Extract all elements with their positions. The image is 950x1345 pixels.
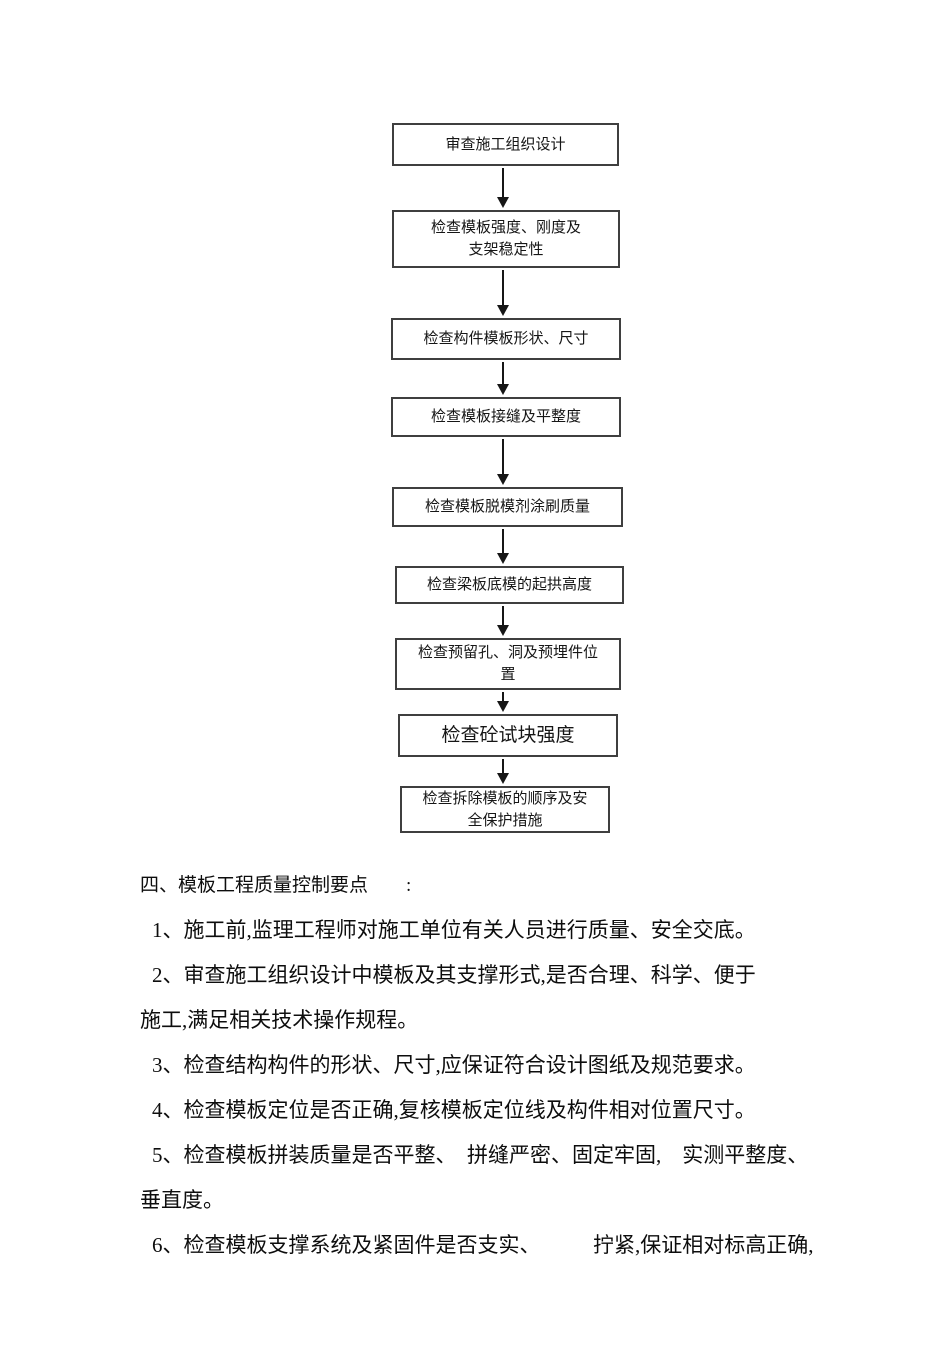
flow-box-8-label: 检查砼试块强度 (441, 724, 575, 746)
arrow-down-icon (496, 384, 509, 395)
body-text: 四、模板工程质量控制要点 : 1、施工前,监理工程师对施工单位有关人员进行质量、… (140, 863, 860, 1268)
flow-box-1: 审查施工组织设计 (392, 123, 619, 166)
flow-arrow-7 (496, 692, 509, 712)
flow-box-5: 检查模板脱模剂涂刷质量 (392, 487, 623, 527)
flow-box-2-label-line1: 检查模板强度、刚度及 (430, 220, 581, 236)
arrow-down-icon (496, 625, 509, 636)
paragraph-item-5-cont: 垂直度。 (140, 1188, 224, 1212)
flow-arrow-1 (496, 168, 509, 208)
paragraph-item-2: 2、审查施工组织设计中模板及其支撑形式,是否合理、科学、便于 (152, 963, 756, 987)
flow-arrow-4 (496, 439, 509, 485)
flow-arrow-5 (496, 529, 509, 564)
flow-box-6-label: 检查梁板底模的起拱高度 (426, 577, 592, 593)
paragraph-item-6: 6、检查模板支撑系统及紧固件是否支实、 拧紧,保证相对标高正确, (152, 1233, 814, 1257)
flow-arrow-2 (496, 270, 509, 316)
paragraph-item-3: 3、检查结构构件的形状、尺寸,应保证符合设计图纸及规范要求。 (152, 1053, 756, 1077)
flow-box-7-label-line1: 检查预留孔、洞及预埋件位 (417, 645, 598, 661)
flow-box-3: 检查构件模板形状、尺寸 (391, 318, 621, 360)
arrow-down-icon (496, 773, 509, 784)
arrow-shaft (501, 759, 504, 773)
flow-box-9-label-line2: 全保护措施 (467, 812, 543, 829)
flow-box-1-label: 审查施工组织设计 (445, 136, 566, 153)
arrow-shaft (501, 439, 504, 474)
paragraph-item-5: 5、检查模板拼装质量是否平整、 拼缝严密、固定牢固, 实测平整度、 (152, 1143, 809, 1167)
flow-box-7: 检查预留孔、洞及预埋件位 置 (395, 638, 621, 690)
flow-box-2-label-line2: 支架稳定性 (468, 242, 544, 258)
arrow-shaft (501, 606, 504, 625)
flow-box-9-label-line1: 检查拆除模板的顺序及安 (422, 790, 588, 807)
flow-arrow-8 (496, 759, 509, 784)
flow-box-4: 检查模板接缝及平整度 (391, 397, 621, 437)
arrow-shaft (501, 168, 504, 197)
flow-box-5-label: 检查模板脱模剂涂刷质量 (424, 499, 590, 515)
arrow-shaft (501, 692, 504, 701)
paragraph-item-2-cont: 施工,满足相关技术操作规程。 (140, 1008, 419, 1032)
paragraph-item-1: 1、施工前,监理工程师对施工单位有关人员进行质量、安全交底。 (152, 918, 756, 942)
arrow-down-icon (496, 474, 509, 485)
flow-box-2: 检查模板强度、刚度及 支架稳定性 (392, 210, 620, 268)
arrow-shaft (501, 270, 504, 305)
flow-box-7-label-line2: 置 (500, 667, 516, 683)
arrow-shaft (501, 529, 504, 553)
flow-arrow-3 (496, 362, 509, 395)
section-heading: 四、模板工程质量控制要点 : (140, 875, 412, 896)
arrow-down-icon (496, 305, 509, 316)
arrow-down-icon (496, 197, 509, 208)
flow-box-4-label: 检查模板接缝及平整度 (430, 409, 581, 425)
arrow-down-icon (496, 701, 509, 712)
paragraph-item-4: 4、检查模板定位是否正确,复核模板定位线及构件相对位置尺寸。 (152, 1098, 756, 1122)
arrow-shaft (501, 362, 504, 384)
flow-box-3-label: 检查构件模板形状、尺寸 (423, 331, 589, 347)
arrow-down-icon (496, 553, 509, 564)
flow-box-6: 检查梁板底模的起拱高度 (395, 566, 624, 604)
flow-arrow-6 (496, 606, 509, 636)
flow-box-9: 检查拆除模板的顺序及安 全保护措施 (400, 786, 610, 833)
flow-box-8: 检查砼试块强度 (398, 714, 618, 757)
